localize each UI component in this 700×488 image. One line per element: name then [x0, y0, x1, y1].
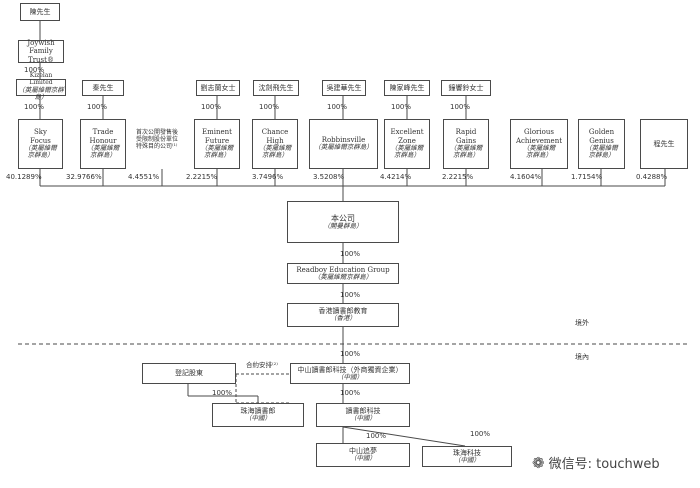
- pct-trade-honour: 32.9766%: [66, 173, 102, 181]
- entity-zhuhai-readboy: 珠海讀書郎（中國）: [212, 403, 304, 427]
- pct-ipo-spv: 4.4551%: [128, 173, 160, 181]
- connector: [342, 426, 466, 447]
- person-wu: 吳建華先生: [322, 80, 366, 96]
- pct-wu-robbins: 100%: [327, 103, 348, 111]
- person-cheng: 程先生: [640, 119, 688, 169]
- ipo-rsu-spv-note: 首次公開發售後 受限制股份單位 特殊目的公司⁽¹⁾: [136, 129, 179, 150]
- entity-hk-readboy: 香港讀書郎教育（香港）: [287, 303, 399, 327]
- pct-sky-focus: 40.1289%: [6, 173, 42, 181]
- entity-readboy-education-group: Readboy Education Group（英屬維爾京群島）: [287, 263, 399, 284]
- person-liu: 劉志蘭女士: [196, 80, 240, 96]
- pct-rapid-gains: 2.2215%: [442, 173, 474, 181]
- pct-eminent-future: 2.2215%: [186, 173, 218, 181]
- entity-robbinsville: Robbinsville（英屬維爾京群島）: [309, 119, 378, 169]
- entity-sky-focus: Sky Focus（英屬維爾 京群島）: [18, 119, 63, 169]
- person-zhong: 鐘響鈴女士: [441, 80, 491, 96]
- entity-golden-genius: Golden Genius（英屬維爾 京群島）: [578, 119, 625, 169]
- registered-shareholders: 登記股東: [142, 363, 236, 384]
- pct-zhongshan-readboytech: 100%: [340, 389, 361, 397]
- pct-group-hk: 100%: [340, 291, 361, 299]
- pct-zhong-rapid: 100%: [450, 103, 471, 111]
- entity-trade-honour: Trade Honour（英屬維爾 京群島）: [80, 119, 126, 169]
- pct-shen-chance: 100%: [259, 103, 280, 111]
- person-qin: 秦先生: [82, 80, 124, 96]
- region-onshore: 境內: [575, 353, 589, 361]
- entity-zhongshan-zhuimeng: 中山追夢（中國）: [316, 443, 410, 467]
- pct-registered-zhuhai: 100%: [212, 389, 233, 397]
- pct-golden-genius: 1.7154%: [571, 173, 603, 181]
- pct-chenjf-excellent: 100%: [391, 103, 412, 111]
- pct-readboytech-zhuimeng: 100%: [366, 432, 387, 440]
- pct-glorious: 4.1604%: [510, 173, 542, 181]
- pct-hk-zhongshan: 100%: [340, 350, 361, 358]
- entity-company: 本公司（開曼群島）: [287, 201, 399, 243]
- entity-readboy-tech: 讀書郎科技（中國）: [316, 403, 410, 427]
- watermark: ❁ 微信号: touchweb: [532, 453, 660, 473]
- pct-chance-high: 3.7496%: [252, 173, 284, 181]
- pct-qin-trade: 100%: [87, 103, 108, 111]
- entity-eminent-future: Eminent Future（英屬維爾 京群島）: [194, 119, 240, 169]
- pct-joywish-kizelan: 100%: [24, 66, 45, 74]
- contract-arrangement-label: 合約安排⁽²⁾: [246, 361, 278, 369]
- pct-excellent-zone: 4.4214%: [380, 173, 412, 181]
- pct-readboytech-zhuhaitech: 100%: [470, 430, 491, 438]
- person-shen: 沈劍飛先生: [253, 80, 299, 96]
- person-chen: 陳先生: [20, 3, 60, 21]
- pct-kizelan-sky: 100%: [24, 103, 45, 111]
- entity-rapid-gains: Rapid Gains（英屬維爾 京群島）: [443, 119, 489, 169]
- pct-liu-eminent: 100%: [201, 103, 222, 111]
- kizelan-limited: Kizelan Limited （英屬維爾京群島）: [16, 72, 66, 101]
- entity-glorious-achievement: Glorious Achievement（英屬維爾 京群島）: [510, 119, 568, 169]
- pct-cheng: 0.4288%: [636, 173, 668, 181]
- region-offshore: 境外: [575, 319, 589, 327]
- entity-zhuhai-tech: 珠海科技（中國）: [422, 446, 512, 467]
- entity-excellent-zone: Excellent Zone（英屬維爾 京群島）: [384, 119, 430, 169]
- pct-company-group: 100%: [340, 250, 361, 258]
- wechat-icon: ❁: [532, 453, 545, 472]
- pct-robbinsville: 3.5208%: [313, 173, 345, 181]
- entity-chance-high: Chance High（英屬維爾 京群島）: [252, 119, 298, 169]
- entity-zhongshan-readboy-tech: 中山讀書郎科技（外商獨資企業）（中國）: [290, 363, 410, 384]
- joywish-trust: Joywish Family Trust®: [18, 39, 64, 64]
- person-chen-jiafeng: 陳家峰先生: [384, 80, 430, 96]
